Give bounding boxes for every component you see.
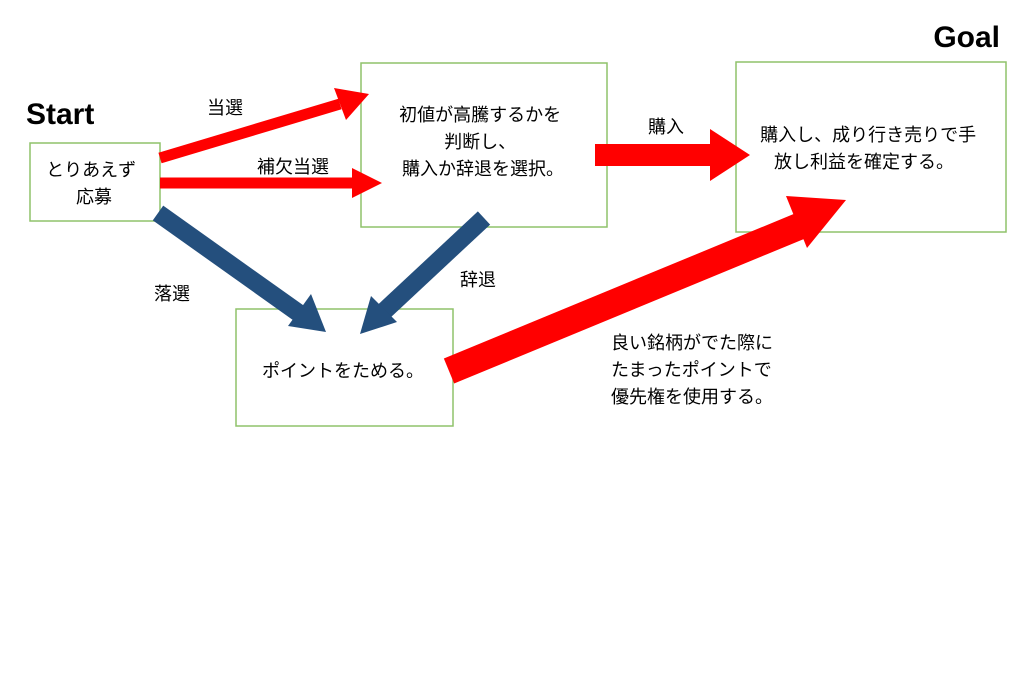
arrow-buy	[595, 129, 750, 181]
start-label: Start	[26, 98, 94, 131]
won-label: 当選	[207, 98, 243, 119]
sell-box-text: 購入し、成り行き売りで手 放し利益を確定する。	[760, 125, 982, 173]
points-box	[235, 308, 454, 427]
arrow-won	[158, 88, 369, 164]
decline-label: 辞退	[460, 270, 496, 291]
arrow-decline	[360, 211, 491, 334]
goal-label: Goal	[933, 21, 1000, 54]
backup-won-label: 補欠当選	[257, 157, 329, 178]
apply-box-text: とりあえず 応募	[46, 160, 142, 208]
arrow-backup-won	[160, 168, 382, 198]
sell-box	[735, 61, 1007, 233]
arrow-use-points	[443, 196, 846, 384]
points-use-note: 良い銘柄がでた際に たまったポイントで 優先権を使用する。	[611, 333, 779, 408]
decide-box	[360, 62, 608, 228]
apply-box	[29, 142, 161, 222]
points-box-text: ポイントをためる。	[262, 361, 424, 382]
buy-label: 購入	[648, 117, 684, 138]
arrow-lost	[152, 205, 326, 332]
lost-label: 落選	[154, 284, 190, 305]
decide-box-text: 初値が高騰するかを 判断し、 購入か辞退を選択。	[399, 105, 567, 180]
